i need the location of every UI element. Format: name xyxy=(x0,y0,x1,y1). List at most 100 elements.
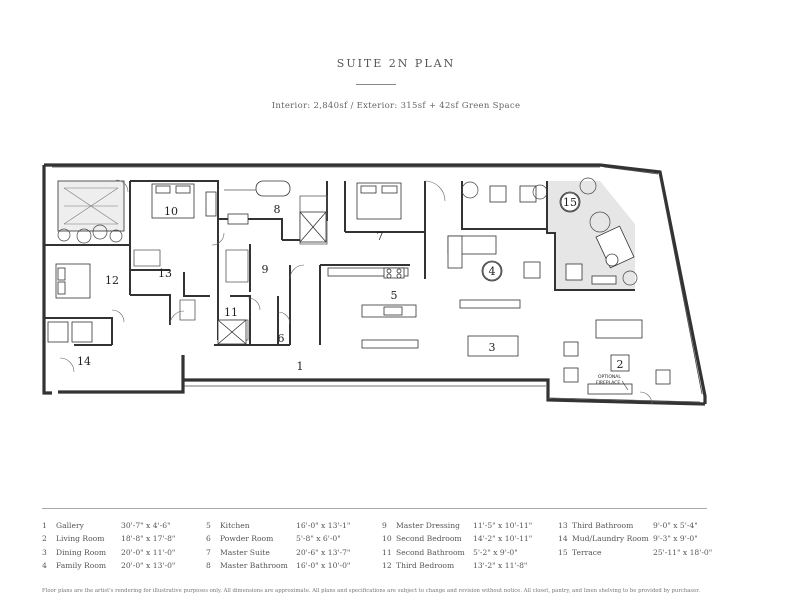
room-label-3: 3 xyxy=(489,341,496,354)
legend-num: 9 xyxy=(382,521,387,530)
legend-name: Kitchen xyxy=(220,521,250,530)
room-label-5: 5 xyxy=(391,289,398,302)
room-label-1: 1 xyxy=(297,360,304,373)
legend-dim: 20'-0" x 13'-0" xyxy=(121,561,176,571)
kitchen-counter xyxy=(327,267,409,277)
legend-dim: 14'-2" x 10'-11" xyxy=(473,534,533,544)
room-label-15-circle: 15 xyxy=(560,192,580,212)
legend-name: Powder Room xyxy=(220,534,274,544)
room-label-15: 15 xyxy=(563,196,577,209)
legend-num: 8 xyxy=(206,561,211,571)
disclaimer: Floor plans are the artist's rendering f… xyxy=(42,588,700,594)
living-sofa xyxy=(595,319,643,339)
legend-name: Master Bathroom xyxy=(220,561,288,571)
legend-dim: 13'-2" x 11'-8" xyxy=(473,561,528,571)
interior-walls xyxy=(44,180,635,346)
media-console xyxy=(459,299,521,309)
legend-dim: 20'-0" x 11'-0" xyxy=(121,547,176,557)
room-label-14: 14 xyxy=(77,355,91,368)
legend-dim: 9'-0" x 5'-4" xyxy=(653,521,698,530)
legend-num: 6 xyxy=(206,534,211,544)
window-lines xyxy=(52,166,703,403)
room-label-2: 2 xyxy=(617,358,624,371)
legend-name: Third Bedroom xyxy=(396,561,455,571)
legend-name: Second Bathroom xyxy=(396,547,465,557)
terrace-lounge xyxy=(595,225,635,269)
dresser-10 xyxy=(205,191,217,217)
terrace-chair-c xyxy=(565,263,583,281)
room-label-12: 12 xyxy=(105,274,119,287)
cooktop xyxy=(383,267,405,279)
room-label-2-box: 2 xyxy=(610,354,630,372)
legend-num: 3 xyxy=(42,547,47,557)
legend-num: 7 xyxy=(206,547,211,557)
legend-dim: 18'-8" x 17'-8" xyxy=(121,534,176,544)
green-space-hatch xyxy=(63,187,119,225)
legend-num: 5 xyxy=(206,521,211,530)
area-summary: Interior: 2,840sf / Exterior: 315sf + 42… xyxy=(271,101,521,111)
room-label-10: 10 xyxy=(164,205,178,218)
legend-num: 15 xyxy=(558,547,568,557)
room-label-7: 7 xyxy=(377,230,384,243)
legend-num: 10 xyxy=(382,534,392,544)
legend-num: 4 xyxy=(42,561,47,571)
terrace-area xyxy=(462,181,635,290)
room-label-8: 8 xyxy=(274,203,281,216)
legend-dim: 16'-0" x 13'-1" xyxy=(296,521,351,530)
legend-name: Master Dressing xyxy=(396,521,460,530)
fireplace-note-line2: FIREPLACE xyxy=(596,380,620,386)
room-label-4-circle: 4 xyxy=(482,261,502,281)
fireplace xyxy=(587,383,633,395)
legend-name: Master Suite xyxy=(220,547,270,557)
legend-dim: 11'-5" x 10'-11" xyxy=(473,521,533,530)
legend-name: Gallery xyxy=(56,521,84,530)
room-label-11: 11 xyxy=(224,306,238,319)
room-label-13: 13 xyxy=(158,267,172,280)
family-armchair xyxy=(523,261,541,279)
legend-num: 12 xyxy=(382,561,392,571)
legend-num: 1 xyxy=(42,521,47,530)
room-label-9: 9 xyxy=(262,263,269,276)
washer xyxy=(47,321,69,343)
room-label-4: 4 xyxy=(489,265,496,278)
bathtub xyxy=(255,180,291,197)
kitchen-back-counter xyxy=(361,339,419,349)
title-divider xyxy=(356,84,396,85)
living-chair-b xyxy=(563,367,579,383)
legend-dim: 30'-7" x 4'-6" xyxy=(121,521,171,530)
legend-num: 2 xyxy=(42,534,47,544)
legend-dim: 5'-8" x 6'-0" xyxy=(296,534,341,544)
legend-name: Second Bedroom xyxy=(396,534,462,544)
legend-dim: 20'-6" x 13'-7" xyxy=(296,547,351,557)
plan-title: SUITE 2N PLAN xyxy=(336,57,456,70)
exterior-walls xyxy=(42,163,707,406)
plants xyxy=(57,177,638,286)
terrace-chair-b xyxy=(519,185,537,203)
family-chaise xyxy=(447,235,463,269)
living-chair-c xyxy=(655,369,671,385)
legend-name: Dining Room xyxy=(56,547,107,557)
terrace-bench xyxy=(591,275,617,285)
legend-name: Mud/Laundry Room xyxy=(572,534,649,544)
terrace-chair-a xyxy=(489,185,507,203)
legend-dim: 5'-2" x 9'-0" xyxy=(473,547,518,557)
legend-num: 14 xyxy=(558,534,568,544)
legend-divider xyxy=(42,508,707,509)
vanity-8 xyxy=(227,213,249,225)
fireplace-note-line1: OPTIONAL xyxy=(598,374,621,380)
dryer xyxy=(71,321,93,343)
room-label-6: 6 xyxy=(278,332,285,345)
legend-name: Terrace xyxy=(572,547,602,557)
legend-name: Living Room xyxy=(56,534,105,544)
legend-num: 13 xyxy=(558,521,568,530)
dining-table xyxy=(467,335,519,357)
legend-name: Third Bathroom xyxy=(572,521,634,530)
legend-name: Family Room xyxy=(56,561,107,571)
legend-dim: 25'-11" x 18'-0" xyxy=(653,547,713,557)
furniture xyxy=(47,180,671,395)
living-chair-a xyxy=(563,341,579,357)
legend-dim: 9'-3" x 9'-0" xyxy=(653,534,698,544)
legend-num: 11 xyxy=(382,547,392,557)
legend-dim: 16'-0" x 10'-0" xyxy=(296,561,351,571)
